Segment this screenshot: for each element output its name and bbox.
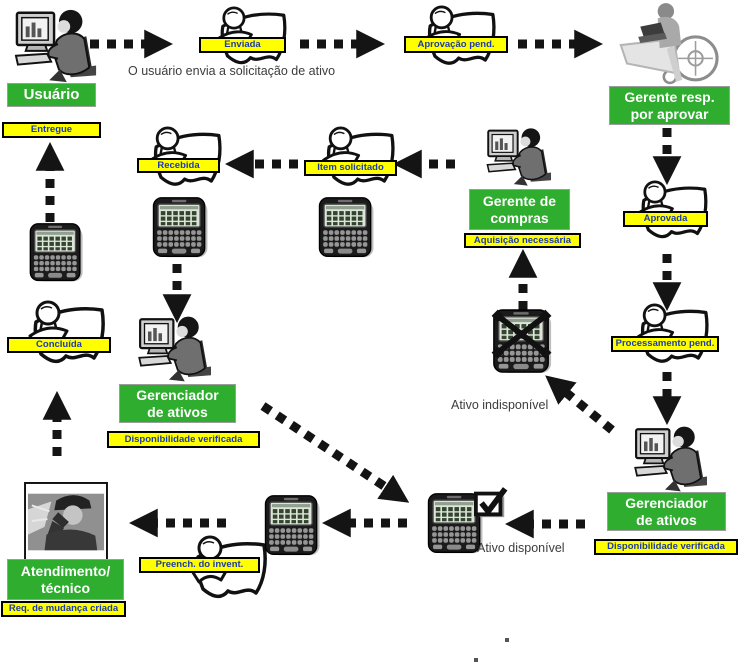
node-gerenciador-direita-line2: de ativos <box>636 511 697 528</box>
status-aprovada: Aprovada <box>623 211 708 227</box>
status-preench-invent: Preench. do invent. <box>139 557 260 573</box>
node-gerenciador-ativos-centro: Gerenciador de ativos <box>119 384 236 423</box>
node-gerente-aprovador-line2: por aprovar <box>630 105 709 122</box>
status-req-mudanca-criada: Req. de mudança criada <box>1 601 126 617</box>
node-gerente-aprovador-line1: Gerente resp. <box>624 88 715 105</box>
status-recebida: Recebida <box>137 158 220 173</box>
status-aprovacao-pend: Aprovação pend. <box>404 36 508 53</box>
artifact-dot <box>505 638 509 642</box>
crossed-pda-icon <box>490 308 554 376</box>
caption-envio-solicitacao: O usuário envia a solicitação de ativo <box>128 64 336 78</box>
status-concluida: Concluída <box>7 337 111 353</box>
asset-manager-center-icon <box>130 314 222 384</box>
status-disponibilidade-verificada-centro: Disponibilidade verificada <box>107 431 260 448</box>
node-gerente-compras-line2: compras <box>490 209 549 226</box>
node-gerenciador-centro-line2: de ativos <box>147 403 208 420</box>
status-processamento-pend: Processamento pend. <box>611 336 719 352</box>
user-at-computer-icon <box>14 6 100 86</box>
node-gerente-compras: Gerente de compras <box>469 189 570 230</box>
pda-icon-inventario <box>260 494 324 558</box>
document-icon-preenchimento <box>172 532 272 616</box>
node-usuario: Usuário <box>7 83 96 107</box>
technician-photo-icon <box>24 482 108 562</box>
node-gerenciador-centro-line1: Gerenciador <box>136 386 219 403</box>
node-gerenciador-ativos-direita: Gerenciador de ativos <box>607 492 726 531</box>
asset-manager-right-icon <box>626 424 718 494</box>
node-atendimento-line2: técnico <box>40 579 90 596</box>
node-gerenciador-direita-line1: Gerenciador <box>625 494 708 511</box>
status-enviada: Enviada <box>199 37 286 53</box>
pda-icon-entrega <box>26 222 86 284</box>
node-gerente-aprovador: Gerente resp. por aprovar <box>609 86 730 125</box>
caption-ativo-indisponivel: Ativo indisponível <box>451 398 549 412</box>
pda-icon-recebida <box>148 196 212 260</box>
checkbox-checked-icon <box>472 486 510 520</box>
status-disponibilidade-verificada-direita: Disponibilidade verificada <box>594 539 738 555</box>
node-gerente-compras-line1: Gerente de <box>482 192 557 209</box>
caption-ativo-disponivel: Ativo disponível <box>477 541 565 555</box>
status-entregue: Entregue <box>2 122 101 138</box>
pda-icon-item-solicitado <box>314 196 378 260</box>
node-atendimento-line1: Atendimento/ <box>20 562 111 579</box>
status-item-solicitado: Item solicitado <box>304 160 397 176</box>
status-aquisicao-necessaria: Aquisição necessária <box>464 233 581 248</box>
purchase-manager-icon <box>477 126 563 188</box>
node-atendimento-tecnico: Atendimento/ técnico <box>7 559 124 600</box>
wheelchair-manager-icon <box>614 0 730 86</box>
arrow-gerenciador-to-indisponivel <box>545 375 615 434</box>
arrow-gerenciador-to-disponivel <box>260 402 410 503</box>
artifact-dot <box>474 658 478 662</box>
